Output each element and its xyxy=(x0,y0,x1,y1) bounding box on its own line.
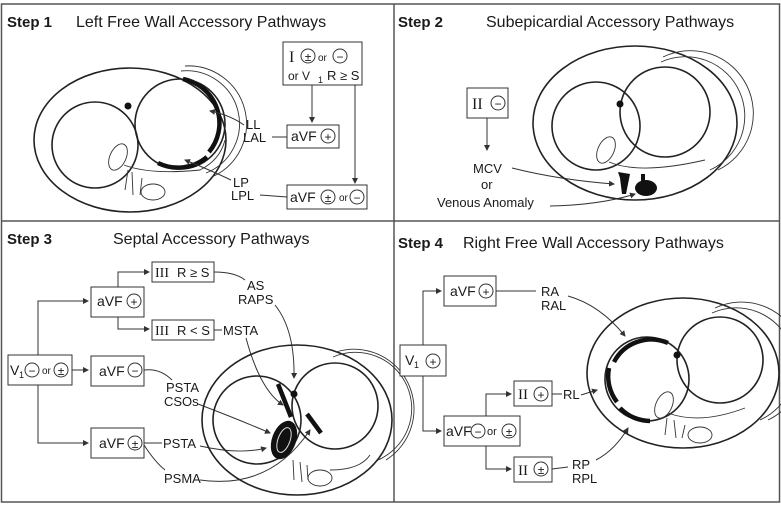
box-avf-negative-step3: aVF − xyxy=(90,355,145,387)
label-ral: RAL xyxy=(541,298,566,313)
box-avf-negative-or-biphasic-step4: aVF − or ± xyxy=(443,415,521,447)
svg-text:1: 1 xyxy=(414,360,419,370)
svg-text:±: ± xyxy=(325,191,332,205)
svg-text:R ≥ S: R ≥ S xyxy=(327,68,360,83)
svg-text:1: 1 xyxy=(19,370,24,380)
svg-text:III: III xyxy=(155,324,169,339)
svg-text:±: ± xyxy=(132,437,139,451)
svg-text:aVF: aVF xyxy=(99,435,125,451)
heart-diagram-step-2 xyxy=(532,45,754,201)
step-4-label: Step 4 xyxy=(398,235,444,252)
outer-frame xyxy=(0,3,781,503)
svg-text:V: V xyxy=(405,352,415,368)
svg-text:−: − xyxy=(494,97,501,111)
label-psta-2: PSTA xyxy=(163,436,196,451)
svg-text:+: + xyxy=(482,285,489,299)
svg-text:+: + xyxy=(429,355,436,369)
label-msta: MSTA xyxy=(223,323,258,338)
box-v1-positive: V 1 + xyxy=(399,344,447,377)
svg-text:or: or xyxy=(318,53,328,64)
svg-text:or: or xyxy=(42,366,52,377)
heart-diagram-step-4 xyxy=(586,297,781,449)
svg-text:1: 1 xyxy=(318,75,323,85)
label-csos: CSOs xyxy=(164,394,199,409)
label-rpl: RPL xyxy=(572,471,597,486)
label-lal: LAL xyxy=(243,130,266,145)
svg-text:aVF: aVF xyxy=(99,363,125,379)
svg-text:−: − xyxy=(131,364,138,378)
svg-text:+: + xyxy=(537,388,544,402)
box-lead-III-r-ge-s: III R ≥ S xyxy=(151,261,215,283)
svg-text:±: ± xyxy=(305,50,312,64)
label-ll: LL xyxy=(246,117,260,132)
step-2-title: Subepicardial Accessory Pathways xyxy=(486,14,734,31)
label-venous-anomaly: Venous Anomaly xyxy=(437,195,534,210)
svg-text:−: − xyxy=(353,191,360,205)
svg-text:aVF: aVF xyxy=(290,189,316,205)
box-avf-positive-step3: aVF + xyxy=(90,286,145,318)
box-avf-biphasic-step3: aVF ± xyxy=(90,427,145,459)
box-lead-II-positive-step4: II + xyxy=(513,380,553,407)
box-lead-II-negative: II − xyxy=(466,87,509,119)
svg-text:II: II xyxy=(518,463,528,479)
svg-text:R < S: R < S xyxy=(177,323,210,338)
label-rl: RL xyxy=(563,387,580,402)
svg-text:I: I xyxy=(289,49,294,66)
panel-step-3: Step 3 Septal Accessory Pathways V 1 − o… xyxy=(7,231,415,496)
svg-text:+: + xyxy=(324,130,331,144)
svg-text:aVF: aVF xyxy=(291,128,317,144)
svg-text:aVF: aVF xyxy=(450,283,476,299)
svg-text:II: II xyxy=(518,387,528,403)
svg-text:III: III xyxy=(155,266,169,281)
svg-text:±: ± xyxy=(506,425,513,439)
svg-text:±: ± xyxy=(538,463,545,477)
panel-step-1: Step 1 Left Free Wall Accessory Pathways… xyxy=(7,14,368,213)
heart-diagram-step-1 xyxy=(33,65,247,213)
label-mcv: MCV xyxy=(473,161,502,176)
label-psma: PSMA xyxy=(164,471,201,486)
svg-text:or V: or V xyxy=(288,69,310,83)
label-as: AS xyxy=(247,278,265,293)
panel-step-2: Step 2 Subepicardial Accessory Pathways … xyxy=(398,14,754,210)
svg-text:R ≥ S: R ≥ S xyxy=(177,265,210,280)
box-lead-II-biphasic-step4: II ± xyxy=(513,456,553,483)
step-1-title: Left Free Wall Accessory Pathways xyxy=(76,14,326,31)
label-ra: RA xyxy=(541,284,559,299)
step-4-title: Right Free Wall Accessory Pathways xyxy=(463,235,724,252)
panel-step-4: Step 4 Right Free Wall Accessory Pathway… xyxy=(398,235,781,486)
step-2-label: Step 2 xyxy=(398,14,443,31)
box-lead-III-r-lt-s: III R < S xyxy=(151,319,215,341)
svg-text:−: − xyxy=(474,425,481,439)
svg-text:aVF: aVF xyxy=(97,293,123,309)
box-avf-biphasic-or-negative: aVF ± or − xyxy=(286,184,368,210)
label-psta-1: PSTA xyxy=(166,380,199,395)
svg-text:+: + xyxy=(130,295,137,309)
svg-text:aVF: aVF xyxy=(446,423,472,439)
svg-text:or: or xyxy=(487,426,497,438)
label-lpl: LPL xyxy=(231,188,254,203)
svg-text:or: or xyxy=(339,193,349,204)
svg-text:−: − xyxy=(28,364,35,378)
svg-text:−: − xyxy=(336,50,343,64)
svg-text:II: II xyxy=(472,96,483,113)
label-raps: RAPS xyxy=(238,292,274,307)
step-3-title: Septal Accessory Pathways xyxy=(113,231,310,248)
step-1-label: Step 1 xyxy=(7,14,52,31)
label-or: or xyxy=(481,177,493,192)
label-rp: RP xyxy=(572,457,590,472)
criteria-box-lead-I: I ± or − or V 1 R ≥ S xyxy=(282,41,363,86)
svg-text:V: V xyxy=(10,362,20,378)
svg-text:±: ± xyxy=(58,364,65,378)
box-avf-positive-step4: aVF + xyxy=(443,275,497,307)
box-v1-negative-or-biphasic: V 1 − or ± xyxy=(7,354,73,386)
box-avf-positive: aVF + xyxy=(286,124,340,149)
label-lp: LP xyxy=(233,175,249,190)
step-3-label: Step 3 xyxy=(7,231,52,248)
heart-diagram-step-3 xyxy=(201,344,415,496)
